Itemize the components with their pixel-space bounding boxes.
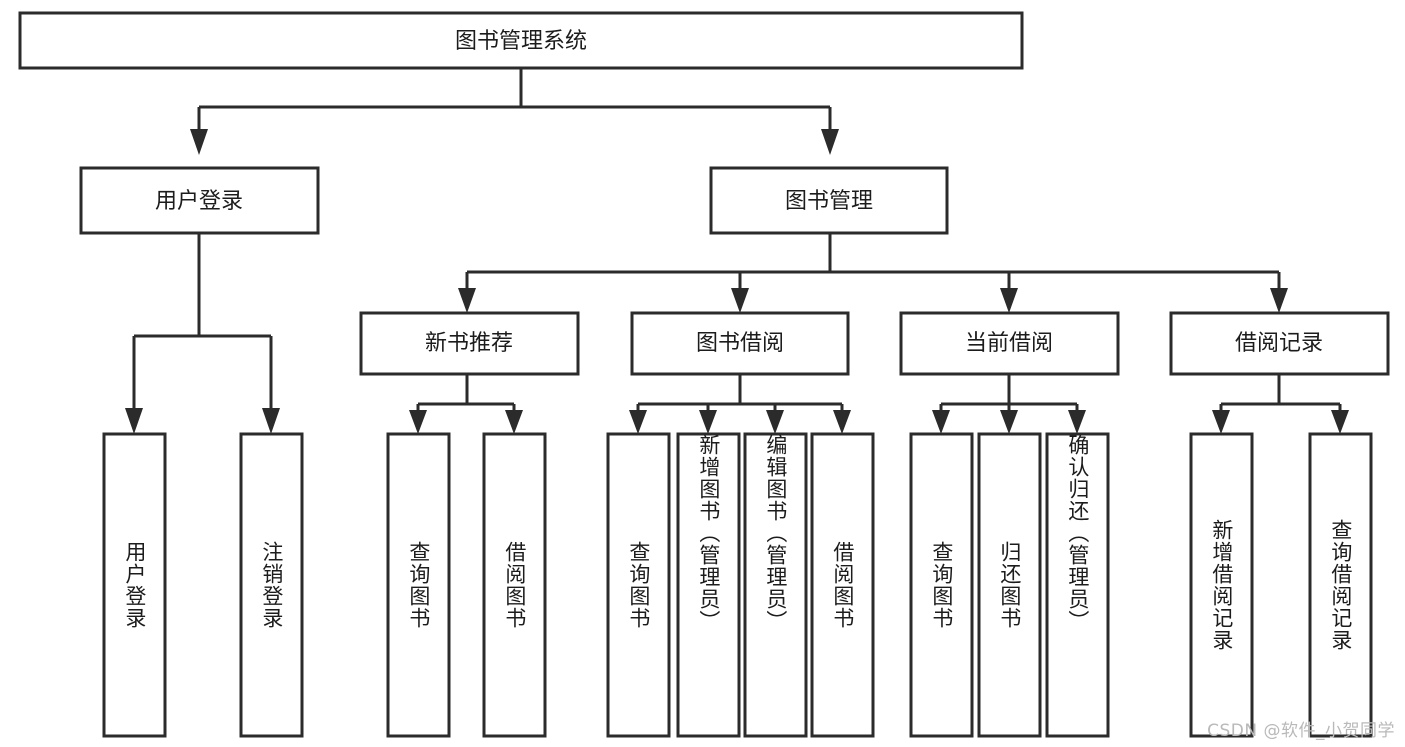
node-box-leaf-add-record[interactable]	[1189, 432, 1254, 738]
node-box-leaf-query-book-3[interactable]	[909, 432, 974, 738]
connector-book-borrow-to-leaves	[629, 374, 851, 434]
arrow-head-leaf-query-book-2	[629, 410, 647, 434]
node-box-leaf-add-book[interactable]	[676, 432, 741, 738]
arrow-head-current-borrow	[1000, 288, 1018, 313]
node-box-leaf-borrow-book-2[interactable]	[810, 432, 875, 738]
arrow-head-leaf-query-book-1	[409, 410, 427, 434]
node-label-book-borrow: 图书借阅	[696, 331, 784, 356]
node-box-leaf-return-book[interactable]	[977, 432, 1042, 738]
arrow-head-book-borrow	[731, 288, 749, 313]
node-label-user-login: 用户登录	[155, 189, 243, 214]
node-box-leaf-query-book-1[interactable]	[386, 432, 451, 738]
watermark-text: CSDN @软件_小贺同学	[1207, 721, 1395, 741]
node-box-root[interactable]	[18, 11, 1024, 70]
arrow-head-leaf-add-record	[1212, 410, 1230, 434]
node-label-book-manage: 图书管理	[785, 189, 873, 214]
node-box-borrow-record[interactable]	[1169, 311, 1390, 376]
arrow-head-leaf-user-logout	[262, 408, 280, 434]
connector-user-login-to-leaves	[125, 233, 280, 434]
node-box-leaf-query-record[interactable]	[1308, 432, 1373, 738]
node-label-new-book-rec: 新书推荐	[425, 331, 513, 356]
arrow-head-leaf-confirm-return	[1068, 410, 1086, 434]
node-box-leaf-user-login[interactable]	[102, 432, 167, 738]
arrow-head-user-login	[190, 129, 208, 155]
node-box-book-manage[interactable]	[709, 166, 949, 235]
arrow-head-book-manage	[821, 129, 839, 155]
node-box-book-borrow[interactable]	[630, 311, 850, 376]
connector-current-borrow-to-leaves	[932, 374, 1086, 434]
node-label-borrow-record: 借阅记录	[1235, 331, 1323, 356]
node-box-user-login[interactable]	[79, 166, 320, 235]
arrow-head-leaf-edit-book	[766, 410, 784, 434]
node-box-leaf-user-logout[interactable]	[239, 432, 304, 738]
node-box-current-borrow[interactable]	[899, 311, 1120, 376]
connector-book-manage-to-level3	[458, 233, 1288, 313]
connector-borrow-record-to-leaves	[1212, 374, 1349, 434]
arrow-head-leaf-query-record	[1331, 410, 1349, 434]
node-box-leaf-borrow-book-1[interactable]	[482, 432, 547, 738]
arrow-head-leaf-return-book	[1000, 410, 1018, 434]
arrow-head-borrow-record	[1270, 288, 1288, 313]
node-label-root: 图书管理系统	[455, 29, 587, 54]
arrow-head-leaf-borrow-book-2	[833, 410, 851, 434]
arrow-head-leaf-borrow-book-1	[505, 410, 523, 434]
arrow-head-new-book-rec	[458, 288, 476, 313]
node-box-leaf-confirm-return[interactable]	[1045, 432, 1110, 738]
arrow-head-leaf-add-book	[699, 410, 717, 434]
arrow-head-leaf-query-book-3	[932, 410, 950, 434]
node-box-leaf-query-book-2[interactable]	[606, 432, 671, 738]
node-box-new-book-rec[interactable]	[359, 311, 580, 376]
node-label-current-borrow: 当前借阅	[965, 331, 1053, 356]
arrow-head-leaf-user-login	[125, 408, 143, 434]
node-box-leaf-edit-book[interactable]	[743, 432, 808, 738]
connector-root-to-level2	[190, 69, 839, 155]
connector-new-book-rec-to-leaves	[409, 374, 523, 434]
